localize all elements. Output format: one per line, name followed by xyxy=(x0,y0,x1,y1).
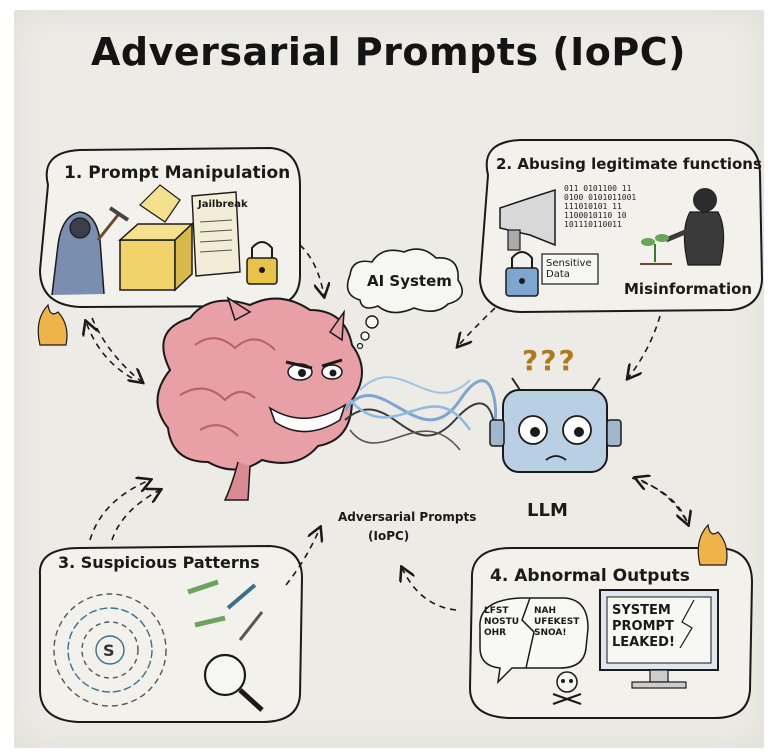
screen-line-3: LEAKED! xyxy=(612,635,675,651)
ai-system-cloud xyxy=(348,249,463,348)
fire-icon xyxy=(38,305,67,345)
garbled-text-1: LFST NOSTU OHR xyxy=(484,606,532,639)
adversarial-label-2: (IoPC) xyxy=(368,529,409,543)
panel1-title: 1. Prompt Manipulation xyxy=(64,163,290,183)
jailbreak-label: Jailbreak xyxy=(198,199,248,210)
ai-system-label: AI System xyxy=(367,272,452,290)
screen-line-2: PROMPT xyxy=(612,619,674,635)
panel-suspicious-patterns: S xyxy=(40,546,302,722)
evil-brain-icon xyxy=(157,298,362,500)
question-marks: ??? xyxy=(522,344,577,377)
llm-label: LLM xyxy=(527,500,568,521)
svg-text:S: S xyxy=(103,641,115,660)
panel2-title: 2. Abusing legitimate functions xyxy=(496,155,762,173)
panel3-title: 3. Suspicious Patterns xyxy=(58,553,260,572)
screen-line-1: SYSTEM xyxy=(612,603,671,619)
binary-stream: 011 0101100 11 0100 0101011001 111010101… xyxy=(564,184,636,229)
adversarial-label-1: Adversarial Prompts xyxy=(338,510,476,524)
fire-icon-2 xyxy=(698,525,727,565)
llm-robot-icon xyxy=(490,378,621,472)
sensitive-data-label: Sensitive Data xyxy=(546,258,596,280)
garbled-text-2: NAH UFEKEST SNOA! xyxy=(534,606,586,639)
panel4-title: 4. Abnormal Outputs xyxy=(490,566,690,586)
tangled-strands-icon xyxy=(345,377,496,450)
misinformation-label: Misinformation xyxy=(624,280,752,298)
